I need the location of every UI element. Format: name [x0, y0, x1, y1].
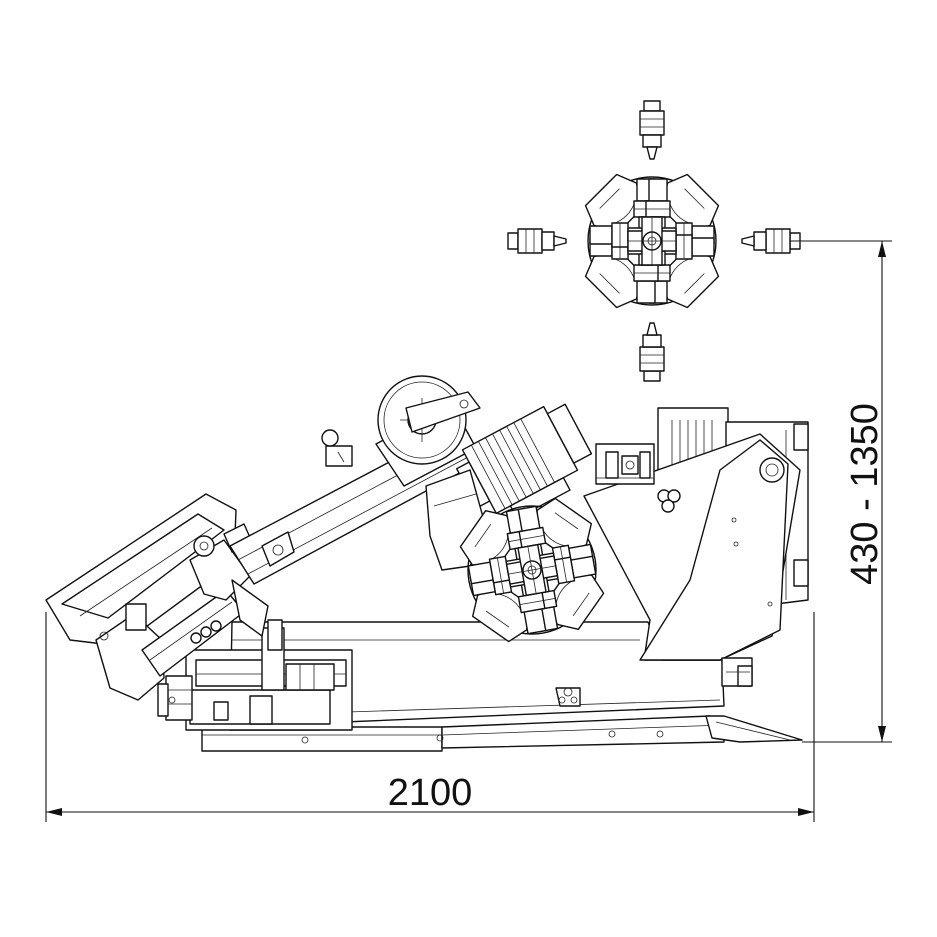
height-dimension — [790, 241, 892, 742]
width-dimension-label: 2100 — [388, 772, 473, 814]
width-dimension — [46, 612, 814, 822]
height-dimension-label: 430 - 1350 — [844, 403, 886, 585]
cutting-head-detail — [507, 100, 801, 382]
bandsaw-machine — [46, 376, 808, 751]
